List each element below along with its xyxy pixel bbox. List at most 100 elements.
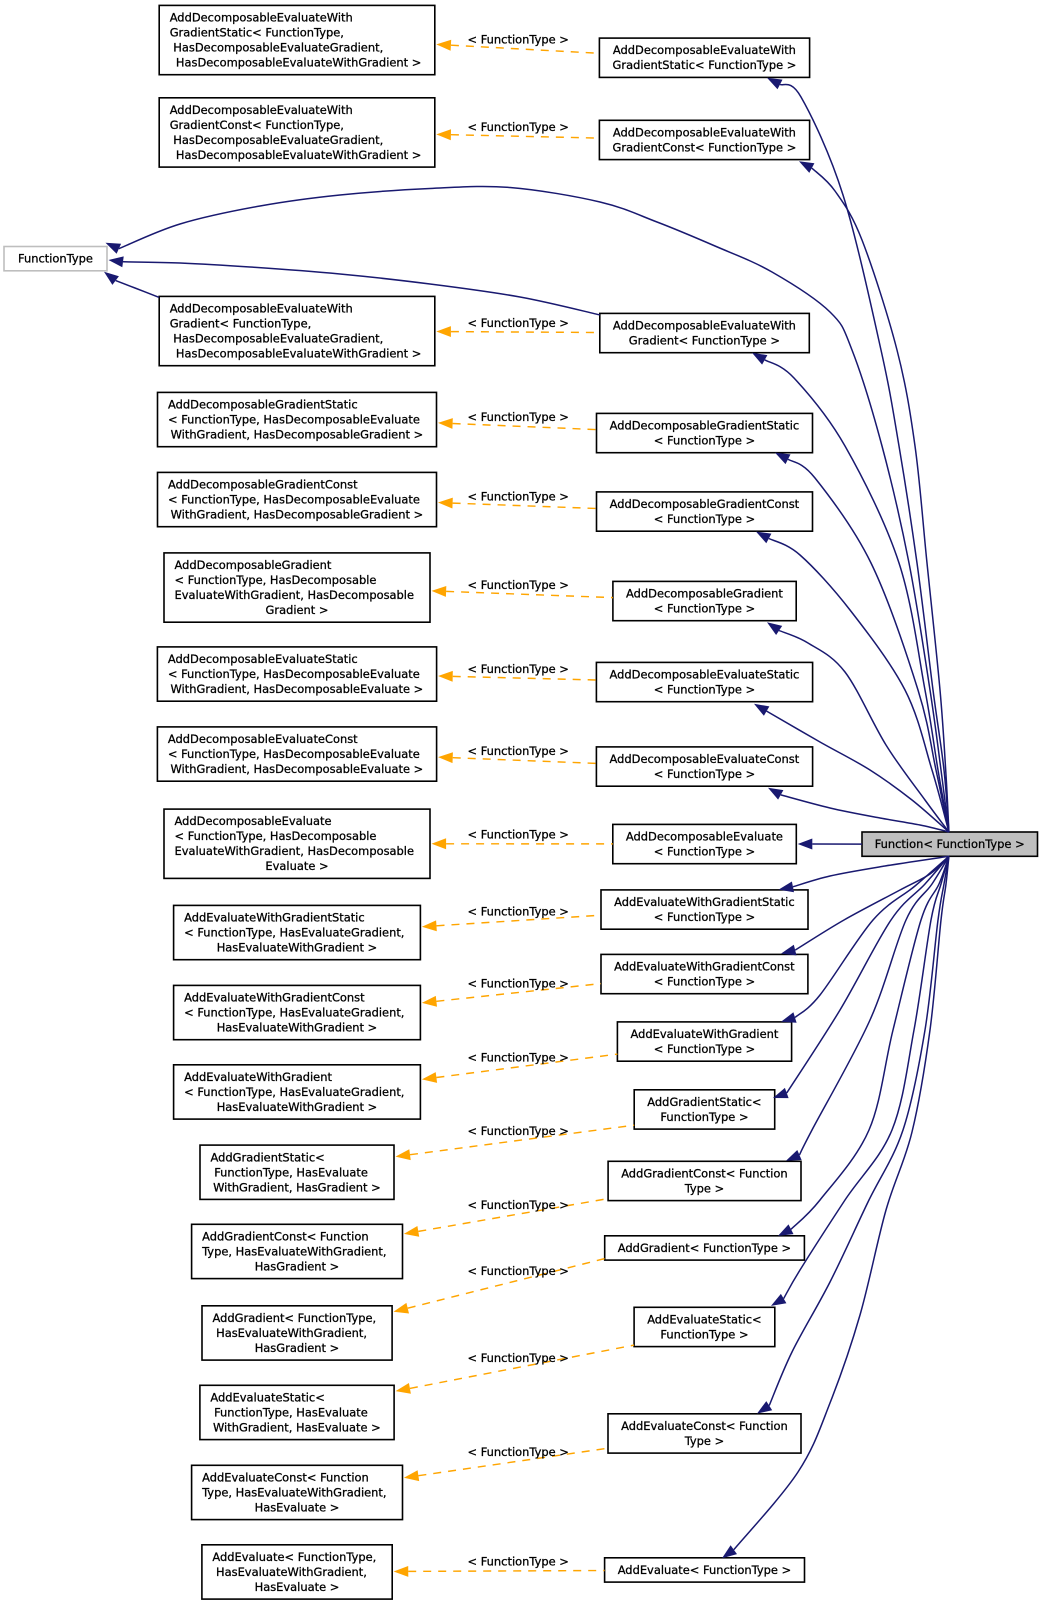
svg-text:AddDecomposableEvaluateConst: AddDecomposableEvaluateConst bbox=[610, 752, 800, 766]
svg-text:AddEvaluateWithGradientConst: AddEvaluateWithGradientConst bbox=[614, 960, 795, 974]
svg-text:AddGradientConst< Function: AddGradientConst< Function bbox=[621, 1167, 787, 1181]
svg-text:< FunctionType >: < FunctionType > bbox=[468, 1351, 569, 1365]
svg-text:< FunctionType, HasDecomposabl: < FunctionType, HasDecomposable bbox=[175, 573, 377, 587]
svg-text:AddDecomposableEvaluateStatic: AddDecomposableEvaluateStatic bbox=[168, 652, 358, 666]
svg-text:EvaluateWithGradient, HasDecom: EvaluateWithGradient, HasDecomposable bbox=[175, 844, 415, 858]
svg-text:HasDecomposableEvaluateWithGra: HasDecomposableEvaluateWithGradient > bbox=[176, 56, 421, 70]
svg-text:HasEvaluateWithGradient >: HasEvaluateWithGradient > bbox=[217, 941, 378, 955]
svg-text:AddEvaluateConst< Function: AddEvaluateConst< Function bbox=[202, 1471, 369, 1485]
svg-text:HasEvaluateWithGradient,: HasEvaluateWithGradient, bbox=[216, 1565, 367, 1579]
svg-text:AddEvaluateConst< Function: AddEvaluateConst< Function bbox=[621, 1419, 788, 1433]
svg-text:< FunctionType >: < FunctionType > bbox=[654, 975, 755, 989]
svg-text:< FunctionType, HasDecomposabl: < FunctionType, HasDecomposableEvaluate bbox=[168, 413, 420, 427]
svg-text:HasDecomposableEvaluateWithGra: HasDecomposableEvaluateWithGradient > bbox=[176, 347, 421, 361]
svg-text:AddGradientConst< Function: AddGradientConst< Function bbox=[202, 1230, 368, 1244]
svg-text:AddEvaluate< FunctionType >: AddEvaluate< FunctionType > bbox=[618, 1563, 791, 1577]
svg-text:AddEvaluateWithGradientStatic: AddEvaluateWithGradientStatic bbox=[614, 895, 795, 909]
svg-text:FunctionType: FunctionType bbox=[18, 252, 93, 266]
svg-text:< FunctionType >: < FunctionType > bbox=[654, 767, 755, 781]
svg-text:< FunctionType >: < FunctionType > bbox=[468, 828, 569, 842]
svg-text:< FunctionType >: < FunctionType > bbox=[654, 512, 755, 526]
svg-text:AddEvaluate< FunctionType,: AddEvaluate< FunctionType, bbox=[212, 1550, 376, 1564]
svg-text:< FunctionType >: < FunctionType > bbox=[654, 845, 755, 859]
svg-text:< FunctionType >: < FunctionType > bbox=[654, 1042, 755, 1056]
svg-text:AddDecomposableEvaluateWith: AddDecomposableEvaluateWith bbox=[170, 11, 353, 25]
svg-text:FunctionType >: FunctionType > bbox=[660, 1110, 748, 1124]
svg-text:HasDecomposableEvaluateGradien: HasDecomposableEvaluateGradient, bbox=[173, 41, 383, 55]
svg-text:AddEvaluateWithGradientConst: AddEvaluateWithGradientConst bbox=[184, 991, 365, 1005]
svg-text:Gradient< FunctionType >: Gradient< FunctionType > bbox=[629, 334, 780, 348]
svg-text:Function< FunctionType >: Function< FunctionType > bbox=[875, 837, 1025, 851]
svg-text:< FunctionType >: < FunctionType > bbox=[468, 316, 569, 330]
svg-text:WithGradient, HasEvaluate >: WithGradient, HasEvaluate > bbox=[213, 1421, 381, 1435]
svg-text:HasGradient >: HasGradient > bbox=[255, 1341, 340, 1355]
svg-text:WithGradient, HasDecomposableE: WithGradient, HasDecomposableEvaluate > bbox=[171, 762, 424, 776]
svg-text:AddGradientStatic<: AddGradientStatic< bbox=[647, 1095, 761, 1109]
svg-text:HasEvaluateWithGradient >: HasEvaluateWithGradient > bbox=[217, 1100, 378, 1114]
svg-text:< FunctionType, HasDecomposabl: < FunctionType, HasDecomposableEvaluate bbox=[168, 493, 420, 507]
svg-text:< FunctionType >: < FunctionType > bbox=[468, 1445, 569, 1459]
svg-text:Gradient >: Gradient > bbox=[266, 603, 329, 617]
svg-text:AddGradient< FunctionType >: AddGradient< FunctionType > bbox=[618, 1241, 791, 1255]
svg-text:< FunctionType >: < FunctionType > bbox=[654, 910, 755, 924]
svg-text:< FunctionType >: < FunctionType > bbox=[468, 662, 569, 676]
svg-text:AddDecomposableGradientConst: AddDecomposableGradientConst bbox=[610, 497, 800, 511]
svg-text:GradientStatic< FunctionType,: GradientStatic< FunctionType, bbox=[170, 26, 344, 40]
svg-text:FunctionType, HasEvaluate: FunctionType, HasEvaluate bbox=[214, 1165, 368, 1179]
svg-text:WithGradient, HasDecomposableG: WithGradient, HasDecomposableGradient > bbox=[171, 428, 424, 442]
svg-text:AddDecomposableEvaluateWith: AddDecomposableEvaluateWith bbox=[613, 43, 796, 57]
svg-text:AddDecomposableGradientStatic: AddDecomposableGradientStatic bbox=[168, 398, 358, 412]
svg-text:< FunctionType >: < FunctionType > bbox=[468, 33, 569, 47]
svg-text:AddDecomposableEvaluateWith: AddDecomposableEvaluateWith bbox=[613, 319, 796, 333]
svg-text:FunctionType, HasEvaluate: FunctionType, HasEvaluate bbox=[214, 1406, 368, 1420]
svg-text:Gradient< FunctionType,: Gradient< FunctionType, bbox=[170, 317, 312, 331]
svg-text:< FunctionType >: < FunctionType > bbox=[468, 1051, 569, 1065]
svg-text:Type >: Type > bbox=[684, 1182, 725, 1196]
svg-text:WithGradient, HasDecomposableE: WithGradient, HasDecomposableEvaluate > bbox=[171, 682, 424, 696]
svg-text:< FunctionType >: < FunctionType > bbox=[654, 434, 755, 448]
svg-text:AddEvaluateWithGradient: AddEvaluateWithGradient bbox=[184, 1070, 332, 1084]
svg-text:AddDecomposableGradientStatic: AddDecomposableGradientStatic bbox=[610, 419, 800, 433]
svg-text:Type, HasEvaluateWithGradient,: Type, HasEvaluateWithGradient, bbox=[201, 1486, 386, 1500]
svg-text:< FunctionType, HasEvaluateGra: < FunctionType, HasEvaluateGradient, bbox=[184, 926, 404, 940]
svg-text:AddEvaluateWithGradient: AddEvaluateWithGradient bbox=[631, 1027, 779, 1041]
svg-text:< FunctionType, HasEvaluateGra: < FunctionType, HasEvaluateGradient, bbox=[184, 1006, 404, 1020]
svg-text:< FunctionType, HasDecomposabl: < FunctionType, HasDecomposableEvaluate bbox=[168, 667, 420, 681]
svg-text:Evaluate >: Evaluate > bbox=[265, 859, 328, 873]
svg-text:AddDecomposableEvaluateConst: AddDecomposableEvaluateConst bbox=[168, 732, 358, 746]
svg-text:HasEvaluateWithGradient,: HasEvaluateWithGradient, bbox=[216, 1326, 367, 1340]
svg-text:< FunctionType >: < FunctionType > bbox=[468, 578, 569, 592]
svg-text:< FunctionType >: < FunctionType > bbox=[468, 904, 569, 918]
svg-text:Type >: Type > bbox=[684, 1434, 725, 1448]
svg-text:HasEvaluateWithGradient >: HasEvaluateWithGradient > bbox=[217, 1021, 378, 1035]
svg-text:GradientConst< FunctionType,: GradientConst< FunctionType, bbox=[170, 118, 344, 132]
svg-text:< FunctionType >: < FunctionType > bbox=[654, 683, 755, 697]
svg-text:< FunctionType >: < FunctionType > bbox=[468, 1124, 569, 1138]
svg-text:< FunctionType >: < FunctionType > bbox=[654, 602, 755, 616]
svg-text:AddDecomposableEvaluate: AddDecomposableEvaluate bbox=[626, 830, 783, 844]
svg-text:AddDecomposableGradient: AddDecomposableGradient bbox=[175, 558, 332, 572]
svg-text:AddDecomposableEvaluate: AddDecomposableEvaluate bbox=[175, 814, 332, 828]
svg-text:GradientConst< FunctionType >: GradientConst< FunctionType > bbox=[613, 141, 797, 155]
svg-text:< FunctionType >: < FunctionType > bbox=[468, 744, 569, 758]
svg-text:< FunctionType, HasDecomposabl: < FunctionType, HasDecomposableEvaluate bbox=[168, 747, 420, 761]
svg-text:AddDecomposableGradientConst: AddDecomposableGradientConst bbox=[168, 478, 358, 492]
svg-text:HasDecomposableEvaluateWithGra: HasDecomposableEvaluateWithGradient > bbox=[176, 148, 421, 162]
svg-text:WithGradient, HasDecomposableG: WithGradient, HasDecomposableGradient > bbox=[171, 508, 424, 522]
svg-text:< FunctionType, HasEvaluateGra: < FunctionType, HasEvaluateGradient, bbox=[184, 1085, 404, 1099]
svg-text:FunctionType >: FunctionType > bbox=[660, 1328, 748, 1342]
svg-text:AddDecomposableEvaluateWith: AddDecomposableEvaluateWith bbox=[170, 302, 353, 316]
svg-text:WithGradient, HasGradient >: WithGradient, HasGradient > bbox=[213, 1180, 381, 1194]
svg-text:AddDecomposableGradient: AddDecomposableGradient bbox=[626, 587, 783, 601]
svg-text:AddDecomposableEvaluateWith: AddDecomposableEvaluateWith bbox=[613, 126, 796, 140]
svg-text:HasEvaluate >: HasEvaluate > bbox=[255, 1501, 340, 1515]
svg-text:< FunctionType >: < FunctionType > bbox=[468, 410, 569, 424]
svg-text:AddGradient< FunctionType,: AddGradient< FunctionType, bbox=[213, 1311, 377, 1325]
svg-text:AddGradientStatic<: AddGradientStatic< bbox=[211, 1150, 325, 1164]
svg-text:Type, HasEvaluateWithGradient,: Type, HasEvaluateWithGradient, bbox=[201, 1245, 386, 1259]
svg-text:AddEvaluateStatic<: AddEvaluateStatic< bbox=[210, 1391, 324, 1405]
svg-text:< FunctionType >: < FunctionType > bbox=[468, 1264, 569, 1278]
svg-text:< FunctionType >: < FunctionType > bbox=[468, 489, 569, 503]
svg-text:HasEvaluate >: HasEvaluate > bbox=[255, 1580, 340, 1594]
svg-text:< FunctionType >: < FunctionType > bbox=[468, 1198, 569, 1212]
